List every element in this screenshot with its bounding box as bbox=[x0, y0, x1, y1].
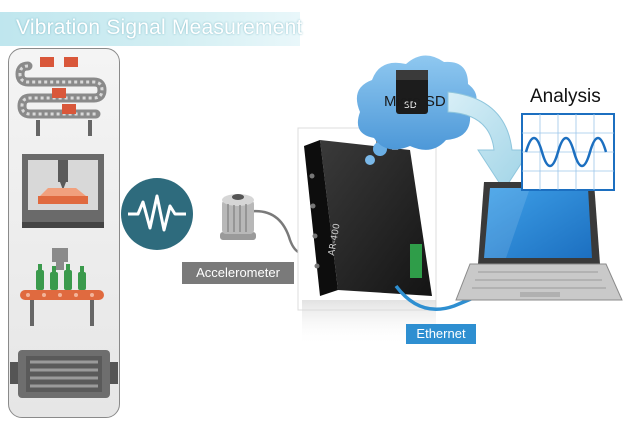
data-logger-device: AR-400 bbox=[297, 127, 437, 346]
title-banner bbox=[0, 12, 300, 46]
ethernet-label: Ethernet bbox=[406, 324, 476, 344]
conveyor-belt-icon bbox=[15, 57, 107, 136]
sd-card-label: SD bbox=[404, 101, 417, 111]
bottling-line-icon bbox=[20, 248, 104, 326]
vibration-wave-icon bbox=[121, 178, 193, 250]
accelerometer-label: Accelerometer bbox=[182, 262, 294, 284]
laptop-icon bbox=[455, 182, 623, 301]
micro-sd-cloud: SD bbox=[356, 55, 477, 150]
flow-arrow bbox=[447, 91, 531, 191]
cnc-machine-icon bbox=[22, 154, 104, 228]
heat-exchanger-icon bbox=[10, 350, 118, 398]
analysis-label: Analysis bbox=[530, 86, 601, 107]
analysis-chart bbox=[521, 113, 615, 191]
micro-sd-label: Micro SD bbox=[384, 93, 446, 110]
page-title: Vibration Signal Measurement bbox=[16, 16, 303, 39]
